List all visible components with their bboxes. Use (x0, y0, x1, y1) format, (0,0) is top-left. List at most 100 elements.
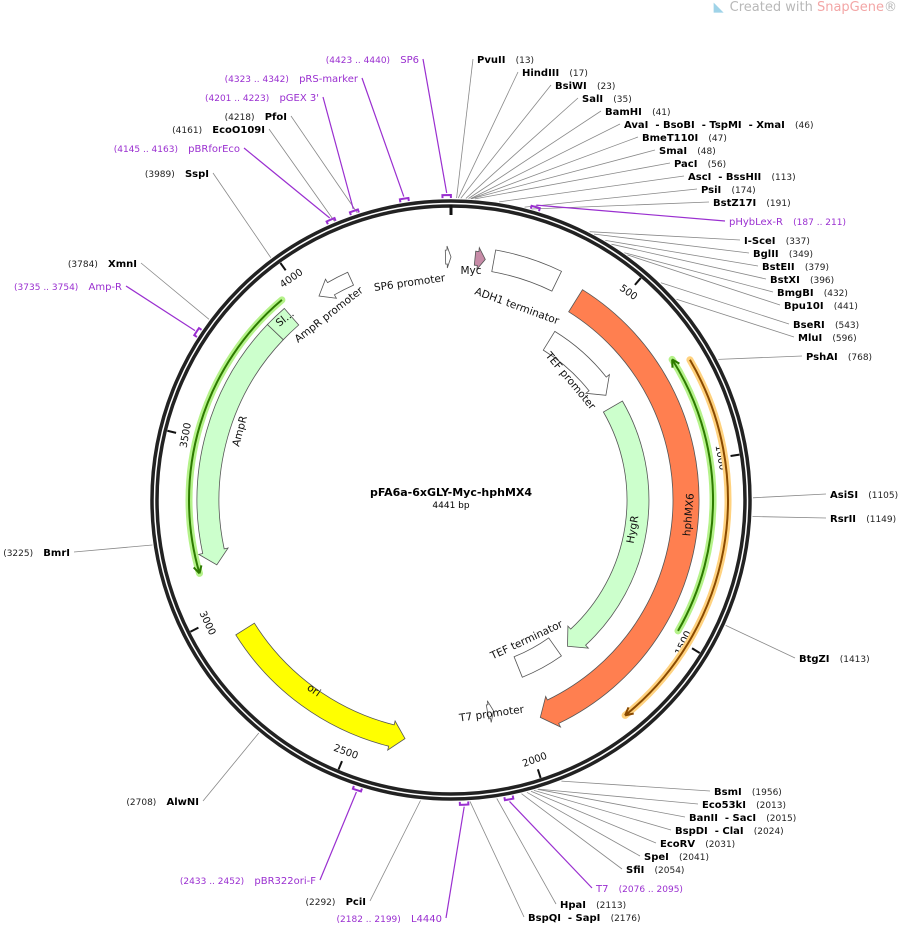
site-leader-line (202, 732, 260, 802)
site-position: (191) (766, 199, 790, 209)
feature-ampr (196, 323, 284, 566)
site-label: AscI - BssHII (113) (688, 165, 796, 184)
site-position: (1105) (868, 491, 898, 501)
site-position: (432) (824, 289, 848, 299)
feature-sl- (266, 307, 300, 341)
site-position: (2113) (596, 901, 626, 911)
site-leader-line (212, 172, 272, 258)
enzyme-name: MluI (798, 333, 822, 344)
enzyme-name: BanII - SacI (689, 813, 756, 824)
primer-binding-marker-icon (192, 326, 203, 338)
site-leader-line (496, 798, 557, 905)
brand-prefix: Created with (729, 0, 817, 15)
site-position: (2013) (756, 801, 786, 811)
primer-range: (2076 .. 2095) (619, 885, 683, 895)
site-position: (113) (771, 173, 795, 183)
feature-track-arrow-icon (624, 707, 634, 717)
site-label: BspQI - SapI (2176) (528, 906, 641, 925)
plasmid-name: pFA6a-6xGLY-Myc-hphMX4 (370, 486, 532, 499)
site-label: SalI (35) (582, 87, 632, 106)
tick-mark (189, 626, 199, 633)
feature-track (671, 358, 714, 632)
site-leader-line (526, 791, 641, 857)
site-leader-line (531, 201, 710, 210)
site-label: (3989) SspI (145, 162, 209, 181)
site-leader-line (660, 282, 790, 325)
primer-binding-marker-icon (325, 216, 337, 225)
enzyme-name: BglII (753, 249, 779, 260)
primer-range: (187 .. 211) (793, 218, 846, 228)
primer-name: T7 (595, 884, 608, 895)
enzyme-name: HpaI (560, 900, 586, 911)
site-label: PacI (56) (674, 152, 726, 171)
site-label: PsiI (174) (701, 178, 756, 197)
site-leader-line (537, 788, 686, 818)
site-position: (396) (810, 276, 834, 286)
enzyme-name: PvuII (477, 55, 505, 66)
feature-track (188, 299, 283, 574)
site-leader-line (561, 780, 711, 792)
primer-label: pHybLex-R (187 .. 211) (729, 210, 846, 229)
enzyme-name: SpeI (644, 852, 669, 863)
site-label: PshAI (768) (806, 345, 872, 364)
primer-label: (4201 .. 4223) pGEX 3' (205, 86, 319, 105)
site-label: SmaI (48) (659, 139, 716, 158)
site-label: MluI (596) (798, 326, 857, 345)
primer-range: (4201 .. 4223) (205, 94, 269, 104)
feature-hphmx6 (539, 289, 700, 728)
site-label: HpaI (2113) (560, 893, 626, 912)
site-position: (4161) (172, 126, 202, 136)
site-position: (17) (569, 69, 587, 79)
primer-label: (4423 .. 4440) SP6 (326, 48, 419, 67)
primer-binding-marker-icon (441, 193, 452, 199)
enzyme-name: AvaI - BsoBI - TspMI - XmaI (624, 120, 785, 131)
site-position: (23) (597, 82, 615, 92)
tick-label: 500 (617, 283, 639, 303)
feature-label: hphMX6 (681, 493, 697, 537)
primer-leader-line (243, 147, 331, 219)
feature-myc (473, 246, 486, 271)
brand-name: SnapGene (816, 0, 884, 15)
site-leader-line (460, 84, 552, 199)
snapgene-watermark: ◣Created with SnapGene® (714, 0, 897, 15)
primer-name: pBR322ori-F (254, 876, 316, 887)
site-leader-line (718, 355, 803, 360)
primer-name: L4440 (411, 914, 442, 925)
site-position: (379) (805, 263, 829, 273)
primer-range: (4145 .. 4163) (114, 145, 178, 155)
site-leader-line (752, 516, 827, 519)
primer-leader-line (125, 285, 196, 332)
enzyme-name: PfoI (265, 112, 287, 123)
enzyme-name: BmeT110I (642, 133, 698, 144)
feature-tef-promoter (542, 330, 610, 396)
primer-name: pRS-marker (299, 74, 359, 85)
enzyme-name: PshAI (806, 352, 838, 363)
site-leader-line (521, 793, 623, 870)
enzyme-name: Bpu10I (784, 301, 824, 312)
primer-leader-line (536, 204, 726, 222)
site-leader-line (468, 110, 602, 199)
primer-binding-marker-icon (398, 196, 410, 203)
site-leader-line (627, 254, 781, 306)
enzyme-name: Eco53kI (702, 800, 746, 811)
site-label: BstXI (396) (770, 268, 834, 287)
site-position: (2708) (126, 798, 156, 808)
primer-leader-line (445, 806, 465, 919)
site-leader-line (470, 123, 621, 199)
site-leader-line (752, 493, 827, 499)
site-label: BsmI (1956) (714, 780, 782, 799)
brand-suffix: ® (884, 0, 897, 15)
site-leader-line (73, 544, 153, 553)
site-label: EcoRV (2031) (660, 832, 735, 851)
plasmid-length: 4441 bp (432, 501, 469, 511)
site-position: (47) (708, 134, 726, 144)
enzyme-name: SspI (185, 169, 209, 180)
enzyme-name: BstEII (762, 262, 795, 273)
primer-binding-marker-icon (503, 795, 515, 802)
site-position: (3225) (3, 549, 33, 559)
site-position: (543) (835, 321, 859, 331)
site-position: (2031) (705, 840, 735, 850)
site-label: (2292) PciI (305, 890, 366, 909)
primer-leader-line (361, 77, 405, 197)
tick-label: 2000 (521, 751, 549, 770)
